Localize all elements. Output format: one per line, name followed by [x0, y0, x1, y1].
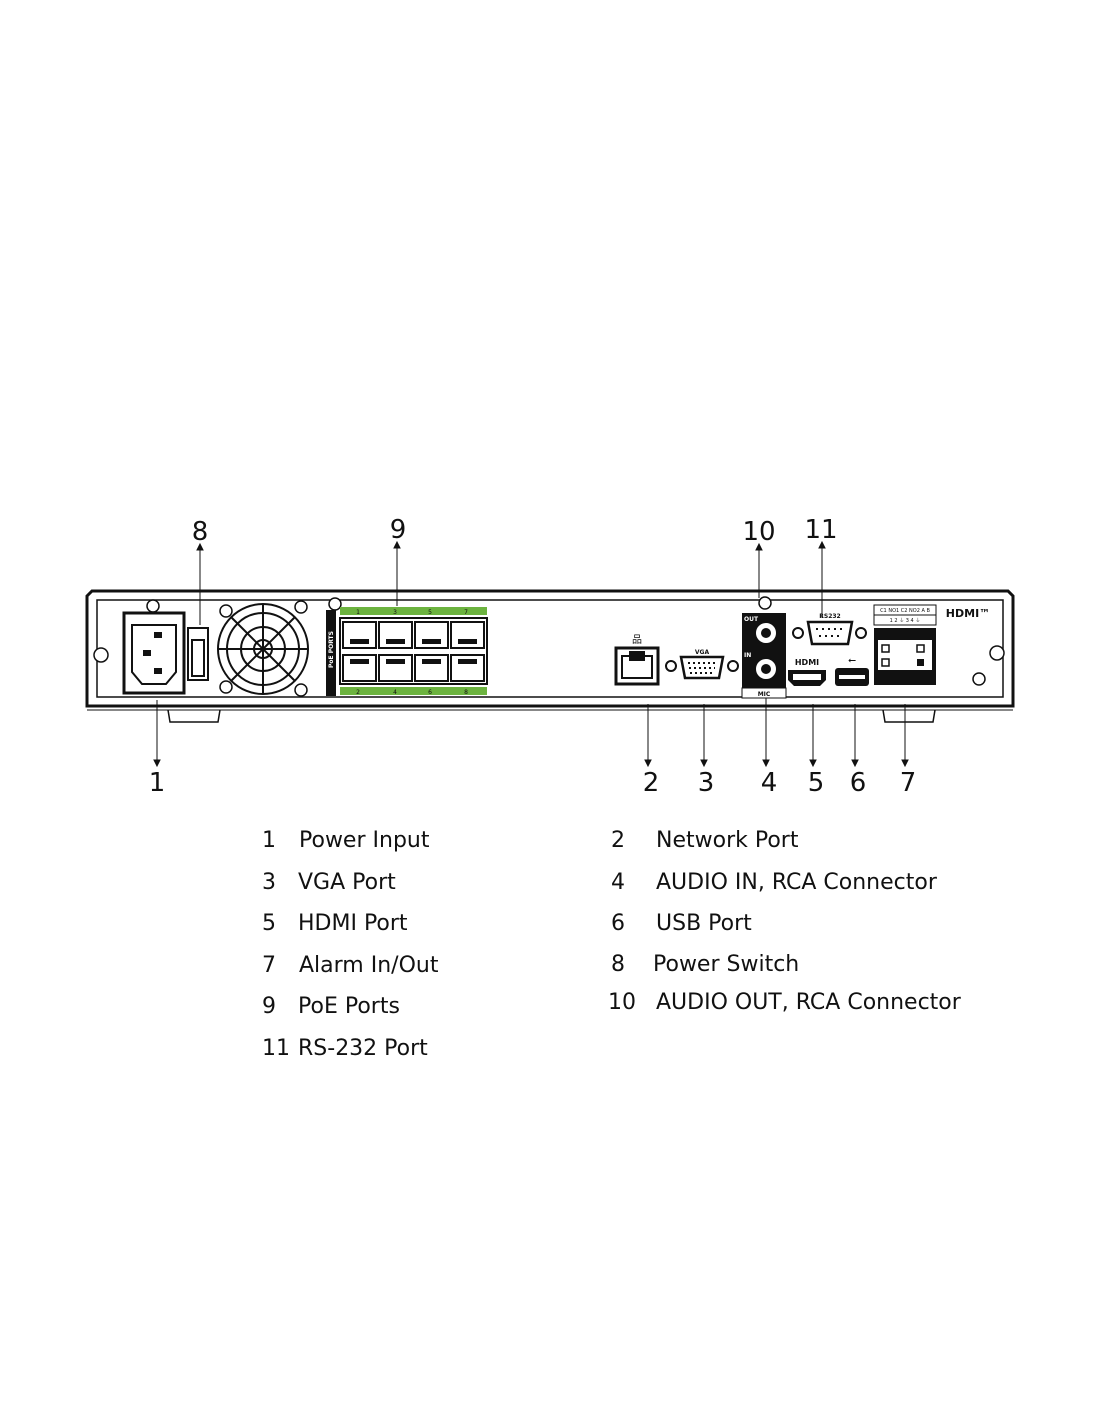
- leader-lines: [153, 540, 909, 768]
- hdmi-port: HDMI: [788, 658, 826, 686]
- legend-item: 2 Network Port: [611, 828, 798, 853]
- legend-item: 8 Power Switch: [611, 952, 799, 977]
- alarm-top-label: C1 NO1 C2 NO2 A B: [880, 608, 930, 614]
- audio-ports: OUT IN MIC: [741, 613, 787, 699]
- rs232-port: RS232: [792, 613, 867, 646]
- legend-label: Power Switch: [653, 952, 800, 977]
- network-port: 品: [614, 634, 660, 686]
- screw-icons: [93, 596, 1005, 697]
- legend-num: 8: [611, 952, 625, 977]
- device-chassis: [85, 589, 1015, 723]
- fan-grille: [217, 603, 309, 695]
- rs232-label: RS232: [819, 613, 840, 620]
- alarm-bottom-label: 1 2 ⏚ 3 4 ⏚: [890, 617, 921, 624]
- vga-port: VGA: [665, 649, 739, 680]
- legend-label: AUDIO OUT, RCA Connector: [656, 990, 961, 1015]
- poe-num: 7: [464, 609, 468, 616]
- poe-label: PoE PORTS: [328, 631, 335, 668]
- legend-item: 4 AUDIO IN, RCA Connector: [611, 870, 937, 895]
- legend-label: Network Port: [656, 828, 799, 853]
- legend-item: 9 PoE Ports: [262, 994, 400, 1019]
- legend-num: 10: [608, 990, 636, 1015]
- callout-11: 11: [804, 515, 837, 545]
- usb-icon: ⭠: [848, 655, 856, 666]
- power-input-socket: [122, 611, 186, 695]
- legend-label: HDMI Port: [298, 911, 408, 936]
- mic-label: MIC: [758, 691, 771, 698]
- legend-item: 11 RS-232 Port: [262, 1036, 428, 1061]
- network-icon: 品: [632, 634, 642, 646]
- legend-item: 10 AUDIO OUT, RCA Connector: [608, 990, 961, 1015]
- legend-label: Power Input: [299, 828, 430, 853]
- poe-num: 3: [393, 609, 397, 616]
- vga-label: VGA: [695, 649, 710, 656]
- poe-ports: PoE PORTS 1 3 5 7 2 4 6 8: [326, 607, 488, 696]
- callout-4: 4: [761, 768, 778, 798]
- audio-out-label: OUT: [744, 616, 759, 623]
- legend-num: 3: [262, 870, 276, 895]
- hdmi-logo: HDMI™: [946, 607, 990, 620]
- callout-10: 10: [742, 517, 775, 547]
- usb-port: ⭠: [835, 655, 869, 686]
- audio-in-label: IN: [744, 652, 751, 659]
- legend-label: USB Port: [656, 911, 752, 936]
- power-switch: [187, 627, 209, 681]
- poe-num: 6: [428, 689, 432, 696]
- poe-num: 8: [464, 689, 468, 696]
- callout-6: 6: [850, 768, 867, 798]
- legend-num: 9: [262, 994, 276, 1019]
- legend-item: 7 Alarm In/Out: [262, 953, 438, 978]
- legend-num: 6: [611, 911, 625, 936]
- callout-5: 5: [808, 768, 825, 798]
- legend-num: 5: [262, 911, 276, 936]
- legend-label: Alarm In/Out: [299, 953, 439, 978]
- poe-num: 2: [356, 689, 360, 696]
- legend-label: PoE Ports: [298, 994, 400, 1019]
- legend-num: 1: [262, 828, 276, 853]
- callout-8: 8: [192, 517, 209, 547]
- poe-num: 1: [356, 609, 360, 616]
- callout-2: 2: [643, 768, 660, 798]
- legend-label: RS-232 Port: [298, 1036, 428, 1061]
- callout-9: 9: [390, 515, 407, 545]
- legend-item: 6 USB Port: [611, 911, 752, 936]
- legend-num: 7: [262, 953, 276, 978]
- legend-label: VGA Port: [298, 870, 396, 895]
- callout-3: 3: [698, 768, 715, 798]
- legend-num: 4: [611, 870, 625, 895]
- legend-label: AUDIO IN, RCA Connector: [656, 870, 937, 895]
- legend-num: 2: [611, 828, 625, 853]
- legend-item: 5 HDMI Port: [262, 911, 408, 936]
- poe-num: 4: [393, 689, 397, 696]
- callout-7: 7: [900, 768, 917, 798]
- legend-item: 3 VGA Port: [262, 870, 396, 895]
- callout-1: 1: [149, 768, 166, 798]
- alarm-terminal: C1 NO1 C2 NO2 A B 1 2 ⏚ 3 4 ⏚: [873, 604, 937, 685]
- legend-item: 1 Power Input: [262, 828, 429, 853]
- hdmi-label: HDMI: [795, 658, 819, 667]
- legend-num: 11: [262, 1036, 290, 1061]
- poe-num: 5: [428, 609, 432, 616]
